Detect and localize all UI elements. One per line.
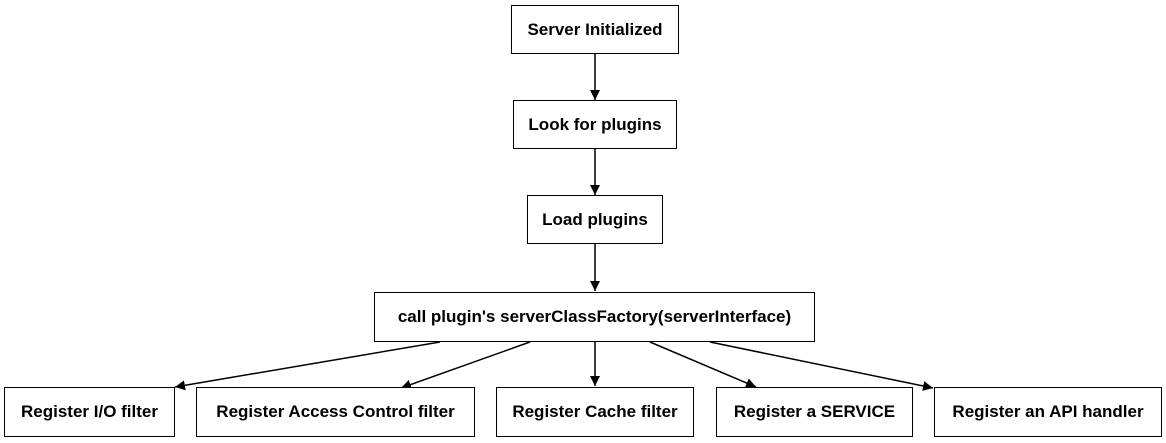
node-register-cache-filter: Register Cache filter bbox=[496, 387, 694, 437]
node-server-initialized: Server Initialized bbox=[511, 5, 679, 54]
node-register-io-filter: Register I/O filter bbox=[4, 387, 175, 437]
node-register-an-api-handler: Register an API handler bbox=[934, 387, 1162, 437]
edge-call-factory-to-register-io-filter bbox=[174, 341, 441, 391]
node-look-for-plugins: Look for plugins bbox=[513, 100, 677, 149]
node-load-plugins: Load plugins bbox=[527, 195, 663, 244]
node-register-a-service: Register a SERVICE bbox=[716, 387, 913, 437]
edge-call-factory-to-register-access-control-filter bbox=[400, 341, 531, 390]
node-call-plugin-server-class-factory: call plugin's serverClassFactory(serverI… bbox=[374, 292, 815, 342]
edge-call-factory-to-register-service bbox=[649, 341, 757, 388]
edge-call-factory-to-register-api-handler bbox=[709, 341, 934, 391]
node-register-access-control-filter: Register Access Control filter bbox=[196, 387, 475, 437]
